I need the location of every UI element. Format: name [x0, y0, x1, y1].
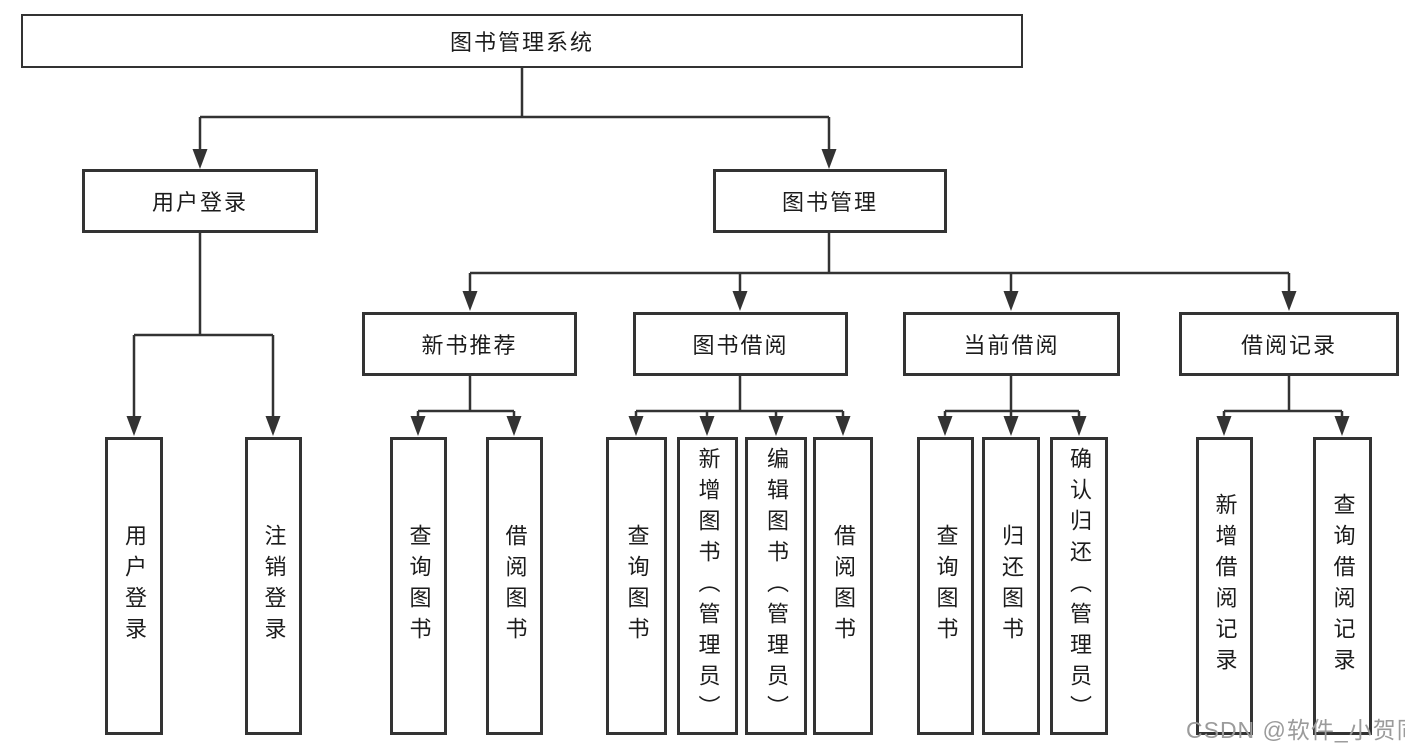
leaf-query-book-1-label: 查询图书: [406, 524, 432, 648]
arrowhead: [628, 416, 644, 436]
arrowhead: [937, 416, 953, 436]
node-new-book-recommend: 新书推荐: [362, 312, 577, 376]
connector-new-book-to-leaves: [416, 376, 516, 417]
arrowhead: [1003, 416, 1019, 436]
node-book-management: 图书管理: [713, 169, 947, 233]
leaf-query-borrow-record: 查询借阅记录: [1313, 437, 1372, 735]
leaf-edit-book-admin: 编辑图书（管理员）: [745, 437, 807, 735]
arrowhead: [699, 416, 715, 436]
node-library-management-system-label: 图书管理系统: [449, 30, 594, 55]
leaf-query-book-2: 查询图书: [606, 437, 667, 735]
arrowhead: [410, 416, 426, 436]
leaf-borrow-book-1: 借阅图书: [486, 437, 543, 735]
arrowhead: [192, 149, 208, 169]
leaf-add-book-admin: 新增图书（管理员）: [677, 437, 738, 735]
arrowhead: [1334, 416, 1350, 436]
node-new-book-recommend-label: 新书推荐: [421, 333, 518, 358]
watermark-csdn: CSDN @软件_小贺同学: [1186, 717, 1405, 743]
arrowhead: [821, 149, 837, 169]
node-user-login-label: 用户登录: [151, 190, 248, 215]
leaf-query-book-1: 查询图书: [390, 437, 447, 735]
node-borrow-record: 借阅记录: [1179, 312, 1399, 376]
node-current-borrow-label: 当前借阅: [963, 333, 1060, 358]
leaf-return-book: 归还图书: [982, 437, 1040, 735]
connector-root-to-level2: [198, 68, 831, 150]
node-borrow-record-label: 借阅记录: [1240, 333, 1337, 358]
leaf-borrow-book-2: 借阅图书: [813, 437, 873, 735]
leaf-query-book-3: 查询图书: [917, 437, 974, 735]
leaf-add-borrow-record-label: 新增借阅记录: [1212, 493, 1238, 679]
leaf-borrow-book-1-label: 借阅图书: [502, 524, 528, 648]
leaf-logout-login-label: 注销登录: [261, 524, 287, 648]
arrowhead: [732, 291, 748, 311]
arrowhead: [462, 291, 478, 311]
leaf-borrow-book-2-label: 借阅图书: [831, 524, 856, 648]
leaf-logout-login: 注销登录: [245, 437, 302, 735]
connector-book-management-to-groups: [468, 233, 1291, 293]
arrowhead: [835, 416, 851, 436]
arrowhead: [1003, 291, 1019, 311]
arrowhead: [265, 416, 281, 436]
leaf-return-book-label: 归还图书: [999, 524, 1024, 648]
leaf-add-borrow-record: 新增借阅记录: [1196, 437, 1253, 735]
leaf-edit-book-admin-label: 编辑图书（管理员）: [764, 446, 789, 726]
connector-book-borrow-to-leaves: [634, 376, 845, 417]
leaf-confirm-return-admin: 确认归还（管理员）: [1050, 437, 1108, 735]
connector-current-borrow-to-leaves: [943, 376, 1081, 417]
leaf-add-book-admin-label: 新增图书（管理员）: [695, 446, 721, 726]
node-book-management-label: 图书管理: [781, 190, 878, 215]
arrowhead: [1071, 416, 1087, 436]
arrowhead: [1216, 416, 1232, 436]
leaf-user-login-label: 用户登录: [122, 524, 147, 648]
arrowhead: [126, 416, 142, 436]
node-book-borrow-label: 图书借阅: [692, 333, 789, 358]
leaf-query-borrow-record-label: 查询借阅记录: [1330, 493, 1356, 679]
connector-user-login-to-leaves: [132, 233, 275, 417]
node-current-borrow: 当前借阅: [903, 312, 1120, 376]
arrowhead: [768, 416, 784, 436]
leaf-query-book-3-label: 查询图书: [933, 524, 959, 648]
node-user-login: 用户登录: [82, 169, 318, 233]
connector-borrow-record-to-leaves: [1222, 376, 1344, 417]
node-book-borrow: 图书借阅: [633, 312, 848, 376]
leaf-query-book-2-label: 查询图书: [624, 524, 650, 648]
leaf-confirm-return-admin-label: 确认归还（管理员）: [1067, 446, 1092, 726]
node-library-management-system: 图书管理系统: [21, 14, 1023, 68]
leaf-user-login: 用户登录: [105, 437, 163, 735]
arrowhead: [506, 416, 522, 436]
arrowhead: [1281, 291, 1297, 311]
